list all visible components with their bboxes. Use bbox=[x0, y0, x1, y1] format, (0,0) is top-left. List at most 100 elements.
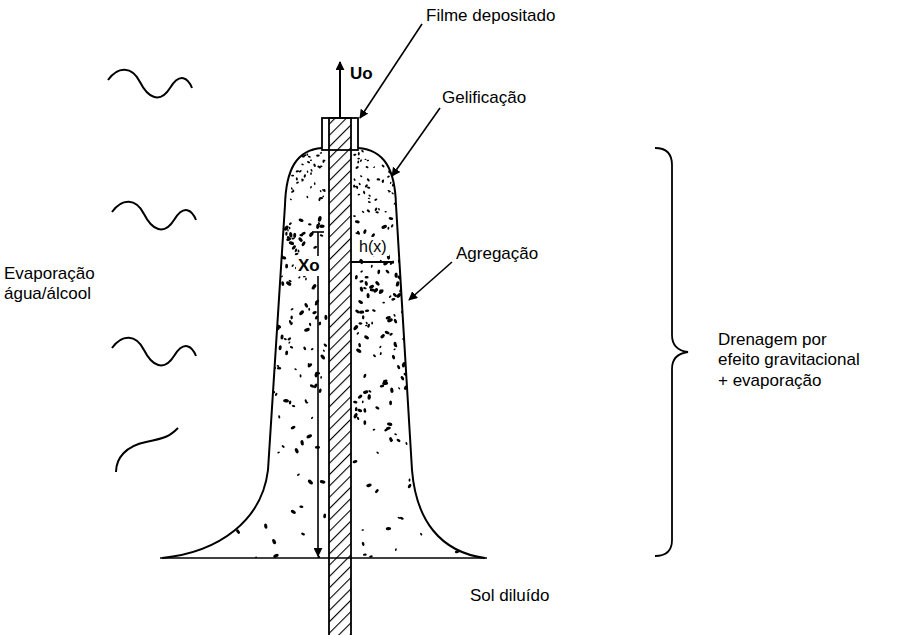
particle bbox=[197, 144, 199, 148]
particle bbox=[420, 533, 423, 536]
particle bbox=[281, 281, 285, 286]
particle bbox=[481, 497, 484, 500]
particle bbox=[361, 542, 365, 547]
particle bbox=[248, 418, 255, 425]
particle bbox=[211, 186, 214, 188]
particle bbox=[440, 339, 443, 343]
particle bbox=[381, 179, 384, 183]
particle bbox=[386, 527, 392, 531]
particle bbox=[177, 161, 180, 163]
liquid-meniscus bbox=[162, 148, 485, 558]
particle bbox=[363, 287, 367, 290]
particle bbox=[305, 277, 307, 280]
particle bbox=[258, 203, 261, 206]
particle bbox=[466, 542, 469, 547]
particle bbox=[363, 190, 365, 193]
particle bbox=[182, 365, 187, 369]
particle bbox=[230, 406, 235, 410]
particle bbox=[163, 447, 170, 453]
particle bbox=[255, 556, 258, 559]
particle bbox=[361, 210, 364, 213]
particle bbox=[184, 338, 188, 343]
particle bbox=[173, 146, 176, 149]
particle bbox=[426, 190, 428, 193]
particle bbox=[404, 176, 407, 178]
substrate bbox=[329, 118, 351, 635]
particle bbox=[460, 396, 466, 400]
particle bbox=[182, 219, 186, 223]
particle bbox=[370, 288, 375, 291]
particle bbox=[212, 343, 216, 347]
particle bbox=[283, 196, 286, 200]
particle bbox=[320, 152, 323, 154]
particle bbox=[454, 175, 458, 179]
particle bbox=[211, 206, 214, 209]
particle bbox=[193, 297, 198, 302]
particle bbox=[184, 235, 190, 240]
particle bbox=[210, 330, 214, 336]
particle bbox=[255, 340, 260, 343]
particle bbox=[240, 211, 242, 214]
particle bbox=[171, 315, 178, 321]
particle bbox=[436, 204, 439, 208]
particle bbox=[164, 280, 170, 284]
particle bbox=[184, 472, 186, 475]
particle bbox=[234, 193, 237, 197]
particle bbox=[276, 243, 279, 247]
particle bbox=[483, 169, 486, 173]
particle bbox=[231, 294, 237, 299]
particle bbox=[262, 146, 265, 149]
particle bbox=[362, 400, 364, 403]
particle bbox=[201, 154, 205, 157]
particle bbox=[381, 164, 385, 168]
particle bbox=[182, 269, 187, 275]
particle bbox=[291, 237, 295, 239]
particle bbox=[172, 336, 179, 342]
particle bbox=[475, 239, 480, 245]
particle bbox=[184, 215, 187, 218]
particle bbox=[378, 208, 380, 211]
particle bbox=[218, 211, 221, 213]
particle bbox=[179, 281, 184, 285]
particle bbox=[268, 208, 271, 210]
particle bbox=[257, 307, 262, 312]
particle bbox=[320, 480, 326, 484]
particle bbox=[365, 321, 368, 324]
particle bbox=[186, 502, 190, 507]
particle bbox=[251, 177, 254, 179]
particle bbox=[403, 201, 405, 204]
particle bbox=[273, 553, 280, 559]
thickness-line bbox=[351, 261, 394, 263]
particle bbox=[437, 201, 440, 204]
particle bbox=[440, 151, 444, 153]
particle bbox=[454, 549, 460, 553]
particle bbox=[415, 382, 418, 386]
particle bbox=[456, 188, 459, 192]
particle bbox=[318, 321, 321, 325]
particle bbox=[452, 197, 454, 201]
particle bbox=[452, 279, 455, 282]
particle bbox=[244, 255, 250, 260]
particle bbox=[305, 402, 308, 404]
particle bbox=[187, 301, 192, 305]
particle bbox=[209, 406, 213, 410]
particle bbox=[273, 312, 275, 315]
particle bbox=[320, 354, 326, 361]
particle bbox=[475, 192, 479, 195]
particle bbox=[224, 318, 227, 321]
particle bbox=[183, 313, 185, 316]
particle bbox=[193, 223, 197, 229]
particle bbox=[424, 218, 429, 223]
particle bbox=[304, 327, 311, 332]
particle bbox=[247, 145, 250, 148]
particle bbox=[261, 199, 264, 202]
particle bbox=[374, 280, 380, 286]
particle bbox=[167, 263, 171, 268]
particle bbox=[206, 161, 209, 165]
particle bbox=[306, 195, 308, 198]
particle bbox=[179, 231, 185, 236]
particle bbox=[428, 399, 432, 402]
particle bbox=[387, 161, 390, 163]
